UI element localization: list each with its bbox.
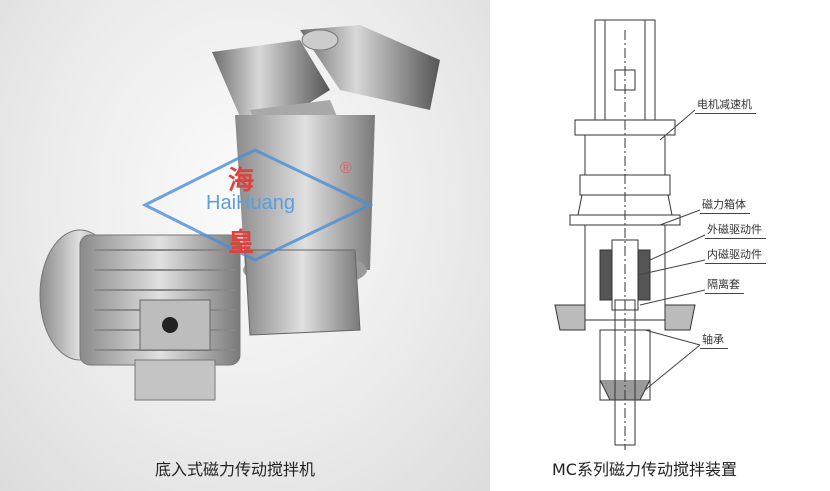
- watermark-cn-bottom: 皇: [228, 227, 255, 257]
- watermark-brand: HaiHuang: [206, 192, 295, 214]
- label-isolation-sleeve: 隔离套: [705, 276, 744, 294]
- label-motor-reducer: 电机减速机: [695, 96, 756, 114]
- registered-mark: ®: [340, 160, 352, 177]
- right-caption: MC系列磁力传动搅拌装置: [552, 460, 737, 479]
- diagram-panel: 电机减速机 磁力箱体 外磁驱动件 内磁驱动件 隔离套 轴承 MC系列磁力传动搅拌…: [490, 0, 830, 491]
- mc-agitator-diagram: [554, 19, 706, 450]
- label-bearing: 轴承: [700, 331, 728, 349]
- product-photo-panel: 海 HaiHuang 皇 ® 底入式磁力传动搅拌机: [0, 0, 490, 491]
- label-outer-magnet: 外磁驱动件: [705, 221, 766, 239]
- watermark-cn-top: 海: [228, 165, 255, 195]
- label-inner-magnet: 内磁驱动件: [705, 246, 766, 264]
- left-caption: 底入式磁力传动搅拌机: [155, 460, 316, 479]
- agitator-photo: [39, 25, 440, 401]
- label-magnetic-housing: 磁力箱体: [700, 196, 750, 214]
